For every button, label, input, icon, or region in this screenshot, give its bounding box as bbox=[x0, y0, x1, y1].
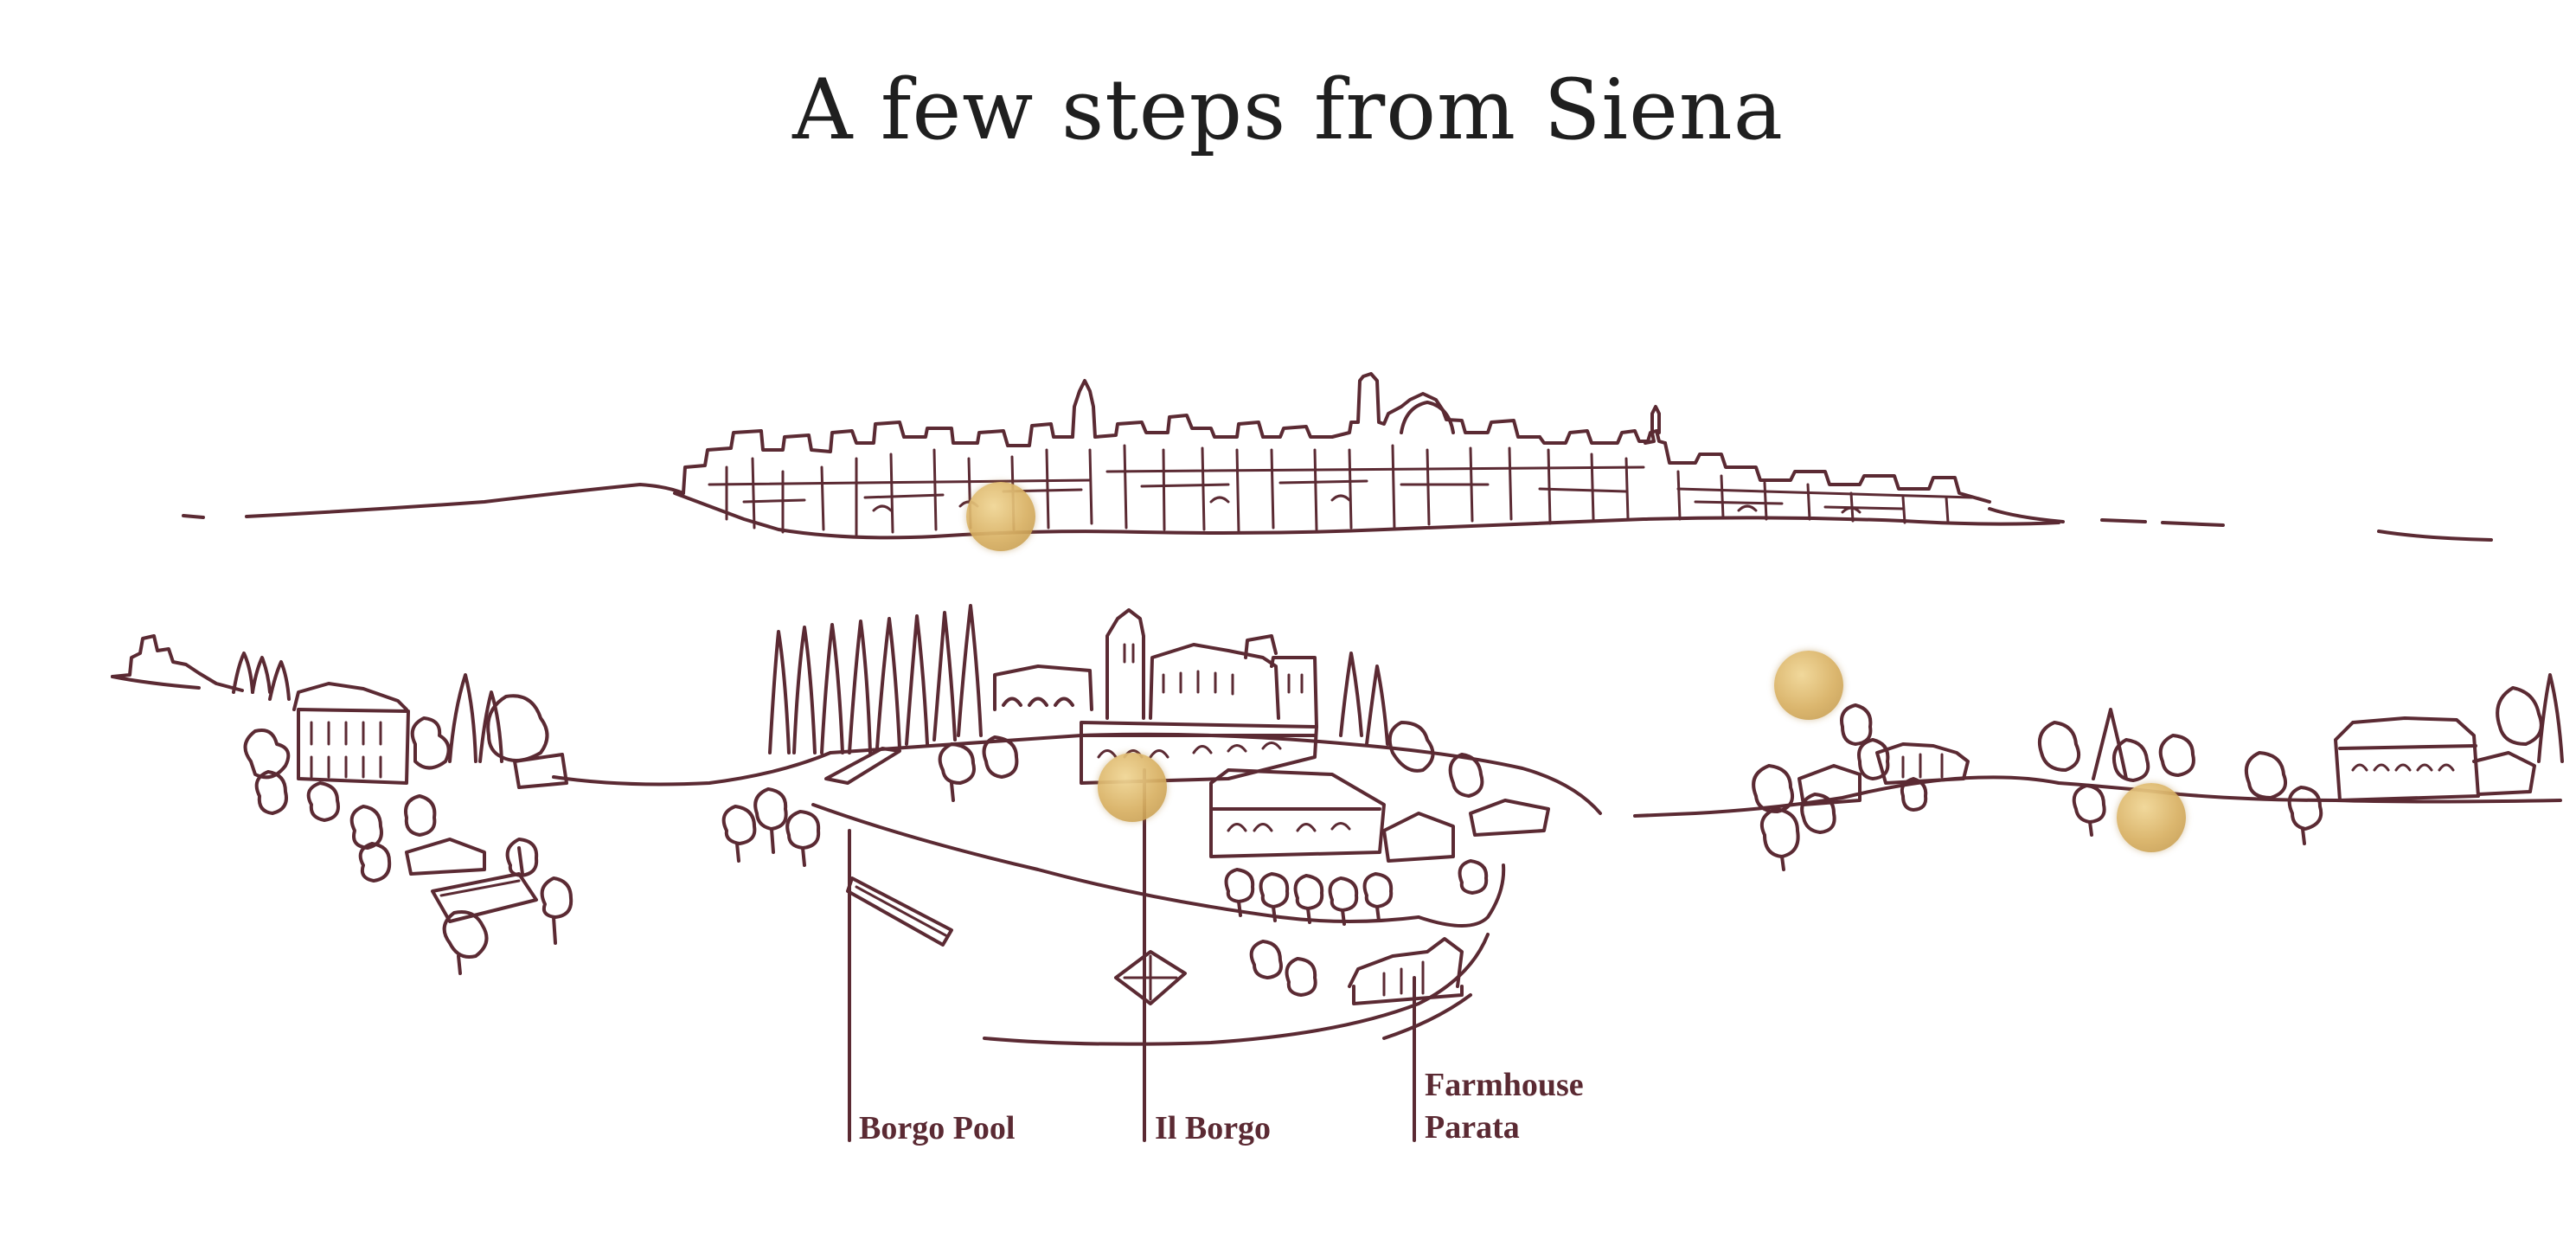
hotspot-siena[interactable] bbox=[966, 482, 1035, 551]
label-il-borgo[interactable]: Il Borgo bbox=[1155, 1110, 1272, 1146]
right-hillside bbox=[1752, 673, 2564, 871]
label-borgo-pool[interactable]: Borgo Pool bbox=[859, 1110, 1016, 1146]
hotspot-right-hill[interactable] bbox=[1774, 651, 1843, 720]
il-borgo-village bbox=[721, 604, 1550, 1005]
hotspot-il-borgo[interactable] bbox=[1098, 753, 1167, 822]
hotspot-right-villa[interactable] bbox=[2117, 783, 2186, 852]
callout-lines bbox=[848, 768, 1416, 1142]
label-farmhouse-parata[interactable]: Farmhouse Parata bbox=[1425, 1067, 1584, 1146]
siena-skyline bbox=[182, 372, 2493, 542]
page-title: A few steps from Siena bbox=[792, 61, 1784, 158]
roads bbox=[552, 732, 2562, 1046]
left-hillside bbox=[111, 634, 574, 975]
